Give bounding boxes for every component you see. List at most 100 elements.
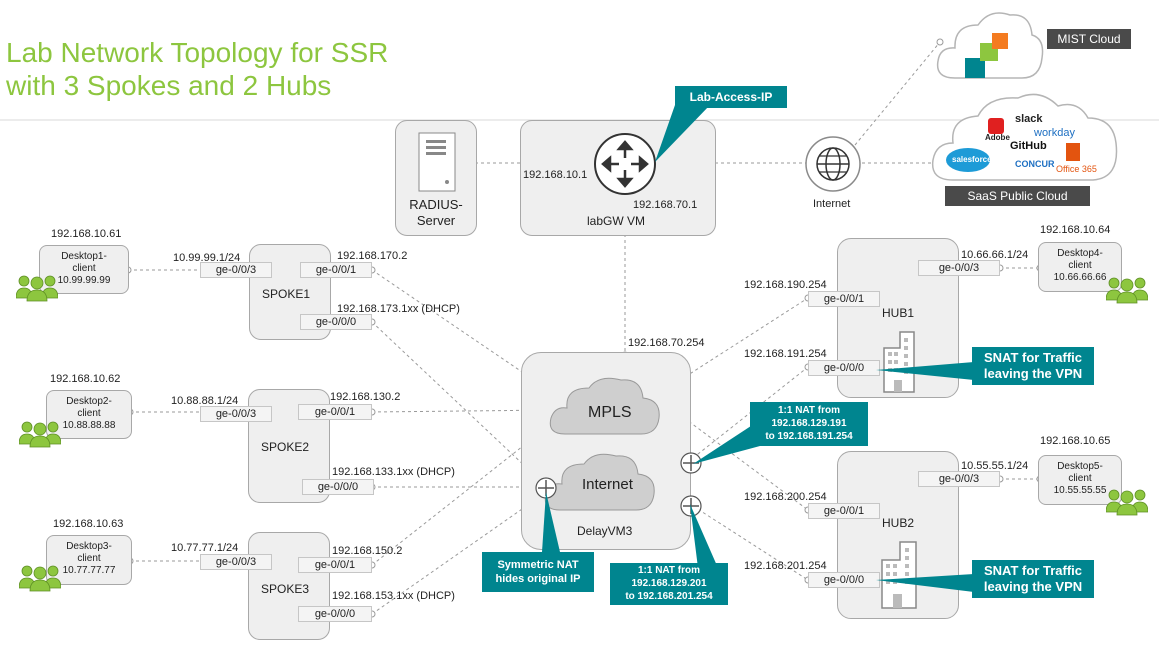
mist-cloud-icon bbox=[936, 12, 1044, 79]
desktop2-name2: client bbox=[77, 408, 101, 419]
user-group-icon bbox=[19, 421, 61, 448]
saas-cloud-icon bbox=[931, 93, 1118, 181]
spoke3-wan2-port: ge-0/0/0 bbox=[298, 606, 372, 622]
hub1-wan1-ip: 192.168.190.254 bbox=[744, 279, 827, 291]
desktop1-name2: client bbox=[72, 263, 96, 274]
spoke2-wan1-ip: 192.168.130.2 bbox=[330, 391, 401, 403]
desktop4-mgmt-ip: 192.168.10.64 bbox=[1040, 224, 1111, 236]
lab-access-pointer bbox=[655, 105, 710, 162]
hub2-name: HUB2 bbox=[882, 516, 915, 530]
snat1-line-1: SNAT for Traffic bbox=[984, 350, 1082, 365]
spoke1-name: SPOKE1 bbox=[262, 287, 311, 301]
snat1-callout: SNAT for Traffic leaving the VPN bbox=[972, 347, 1094, 385]
snat2-callout: SNAT for Traffic leaving the VPN bbox=[972, 560, 1094, 598]
desktop4-ip: 10.66.66.66 bbox=[1053, 272, 1107, 283]
desktop4-client: Desktop4- client 10.66.66.66 bbox=[1038, 242, 1122, 292]
snat2-line-1: SNAT for Traffic bbox=[984, 563, 1082, 578]
desktop2-ip: 10.88.88.88 bbox=[62, 420, 116, 431]
title-line-2: with 3 Spokes and 2 Hubs bbox=[6, 70, 332, 101]
nat2-line-3: to 192.168.201.254 bbox=[625, 591, 713, 602]
desktop5-name2: client bbox=[1068, 473, 1092, 484]
radius-line-1: RADIUS- bbox=[409, 197, 463, 212]
radius-server-label: RADIUS- Server bbox=[400, 197, 472, 229]
saas-app-github: GitHub bbox=[1010, 140, 1047, 152]
snat1-pointer bbox=[876, 362, 974, 380]
hub1-lan-port: ge-0/0/3 bbox=[918, 260, 1000, 276]
spoke3-lan-port: ge-0/0/3 bbox=[200, 554, 272, 570]
desktop1-ip: 10.99.99.99 bbox=[57, 275, 111, 286]
lab-access-ip-callout: Lab-Access-IP bbox=[675, 86, 787, 108]
symnat-pointer bbox=[542, 492, 560, 552]
desktop4-name: Desktop4- bbox=[1057, 248, 1103, 259]
desktop1-mgmt-ip: 192.168.10.61 bbox=[51, 228, 122, 240]
router-icon bbox=[594, 133, 656, 195]
delayvm3-top-ip: 192.168.70.254 bbox=[628, 337, 705, 349]
delayvm3-name: DelayVM3 bbox=[577, 524, 633, 538]
nat2-pointer bbox=[690, 504, 718, 568]
user-group-icon bbox=[19, 565, 61, 592]
mpls-label: MPLS bbox=[588, 404, 632, 421]
spoke2-lan-port: ge-0/0/3 bbox=[200, 406, 272, 422]
spoke2-lan-ip: 10.88.88.1/24 bbox=[171, 395, 239, 407]
spoke3-wan1-port: ge-0/0/1 bbox=[298, 557, 372, 573]
internet-globe-icon bbox=[805, 136, 861, 192]
saas-app-adobe: Adobe bbox=[985, 133, 1010, 142]
saas-app-concur: CONCUR bbox=[1015, 159, 1055, 169]
spoke2-wan1-port: ge-0/0/1 bbox=[298, 404, 372, 420]
symnat-line-2: hides original IP bbox=[495, 573, 581, 585]
spoke1-wan1-ip: 192.168.170.2 bbox=[337, 250, 408, 262]
user-group-icon bbox=[1106, 277, 1148, 304]
spoke3-wan2-ip: 192.168.153.1xx (DHCP) bbox=[332, 590, 455, 602]
desktop3-client: Desktop3- client 10.77.77.77 bbox=[46, 535, 132, 585]
snat2-pointer bbox=[876, 574, 974, 592]
nat1-callout: 1:1 NAT from 192.168.129.191 to 192.168.… bbox=[750, 402, 868, 446]
symnat-line-1: Symmetric NAT bbox=[497, 559, 579, 571]
hub2-wan1-ip: 192.168.200.254 bbox=[744, 491, 827, 503]
title-line-1: Lab Network Topology for SSR bbox=[6, 37, 389, 68]
saas-app-workday: workday bbox=[1034, 127, 1075, 139]
hub1-wan2-port: ge-0/0/0 bbox=[808, 360, 880, 376]
user-group-icon bbox=[1106, 489, 1148, 516]
desktop1-client: Desktop1- client 10.99.99.99 bbox=[39, 245, 129, 294]
saas-app-salesforce: salesforce bbox=[952, 155, 992, 164]
desktop2-name: Desktop2- bbox=[66, 396, 112, 407]
nat2-callout: 1:1 NAT from 192.168.129.201 to 192.168.… bbox=[610, 563, 728, 605]
labgw-left-ip: 192.168.10.1 bbox=[523, 169, 588, 181]
spoke2-wan2-port: ge-0/0/0 bbox=[302, 479, 374, 495]
desktop5-mgmt-ip: 192.168.10.65 bbox=[1040, 435, 1111, 447]
spoke1-wan1-port: ge-0/0/1 bbox=[300, 262, 372, 278]
building-icon bbox=[881, 541, 917, 609]
user-group-icon bbox=[16, 275, 58, 302]
nat2-line-1: 1:1 NAT from bbox=[637, 565, 701, 576]
mpls-cloud-icon bbox=[549, 377, 660, 435]
mist-cloud-label: MIST Cloud bbox=[1047, 29, 1131, 49]
hub1-name: HUB1 bbox=[882, 306, 915, 320]
hub2-lan-ip: 10.55.55.1/24 bbox=[961, 460, 1029, 472]
desktop3-name2: client bbox=[77, 553, 101, 564]
spoke3-lan-ip: 10.77.77.1/24 bbox=[171, 542, 239, 554]
desktop3-mgmt-ip: 192.168.10.63 bbox=[53, 518, 124, 530]
labgw-right-ip: 192.168.70.1 bbox=[633, 199, 698, 211]
desktop5-ip: 10.55.55.55 bbox=[1053, 485, 1107, 496]
hub2-wan2-ip: 192.168.201.254 bbox=[744, 560, 827, 572]
hub1-lan-ip: 10.66.66.1/24 bbox=[961, 249, 1029, 261]
desktop1-name: Desktop1- bbox=[61, 251, 107, 262]
spoke3-box bbox=[248, 532, 330, 640]
desktop2-mgmt-ip: 192.168.10.62 bbox=[50, 373, 121, 385]
saas-cloud-label: SaaS Public Cloud bbox=[945, 186, 1090, 206]
hub1-wan1-port: ge-0/0/1 bbox=[808, 291, 880, 307]
desktop4-name2: client bbox=[1068, 260, 1092, 271]
internet-label: Internet bbox=[813, 198, 851, 210]
nat-router-icon-hub2 bbox=[680, 495, 702, 517]
spoke1-lan-port: ge-0/0/3 bbox=[200, 262, 272, 278]
spoke1-wan2-port: ge-0/0/0 bbox=[300, 314, 372, 330]
page-title: Lab Network Topology for SSR with 3 Spok… bbox=[6, 36, 388, 102]
nat1-pointer bbox=[693, 424, 760, 464]
nat1-line-1: 1:1 NAT from bbox=[777, 405, 841, 416]
desktop5-client: Desktop5- client 10.55.55.55 bbox=[1038, 455, 1122, 505]
symmetric-nat-callout: Symmetric NAT hides original IP bbox=[482, 552, 594, 592]
hub1-wan2-ip: 192.168.191.254 bbox=[744, 348, 827, 360]
desktop3-name: Desktop3- bbox=[66, 541, 112, 552]
hub2-wan1-port: ge-0/0/1 bbox=[808, 503, 880, 519]
